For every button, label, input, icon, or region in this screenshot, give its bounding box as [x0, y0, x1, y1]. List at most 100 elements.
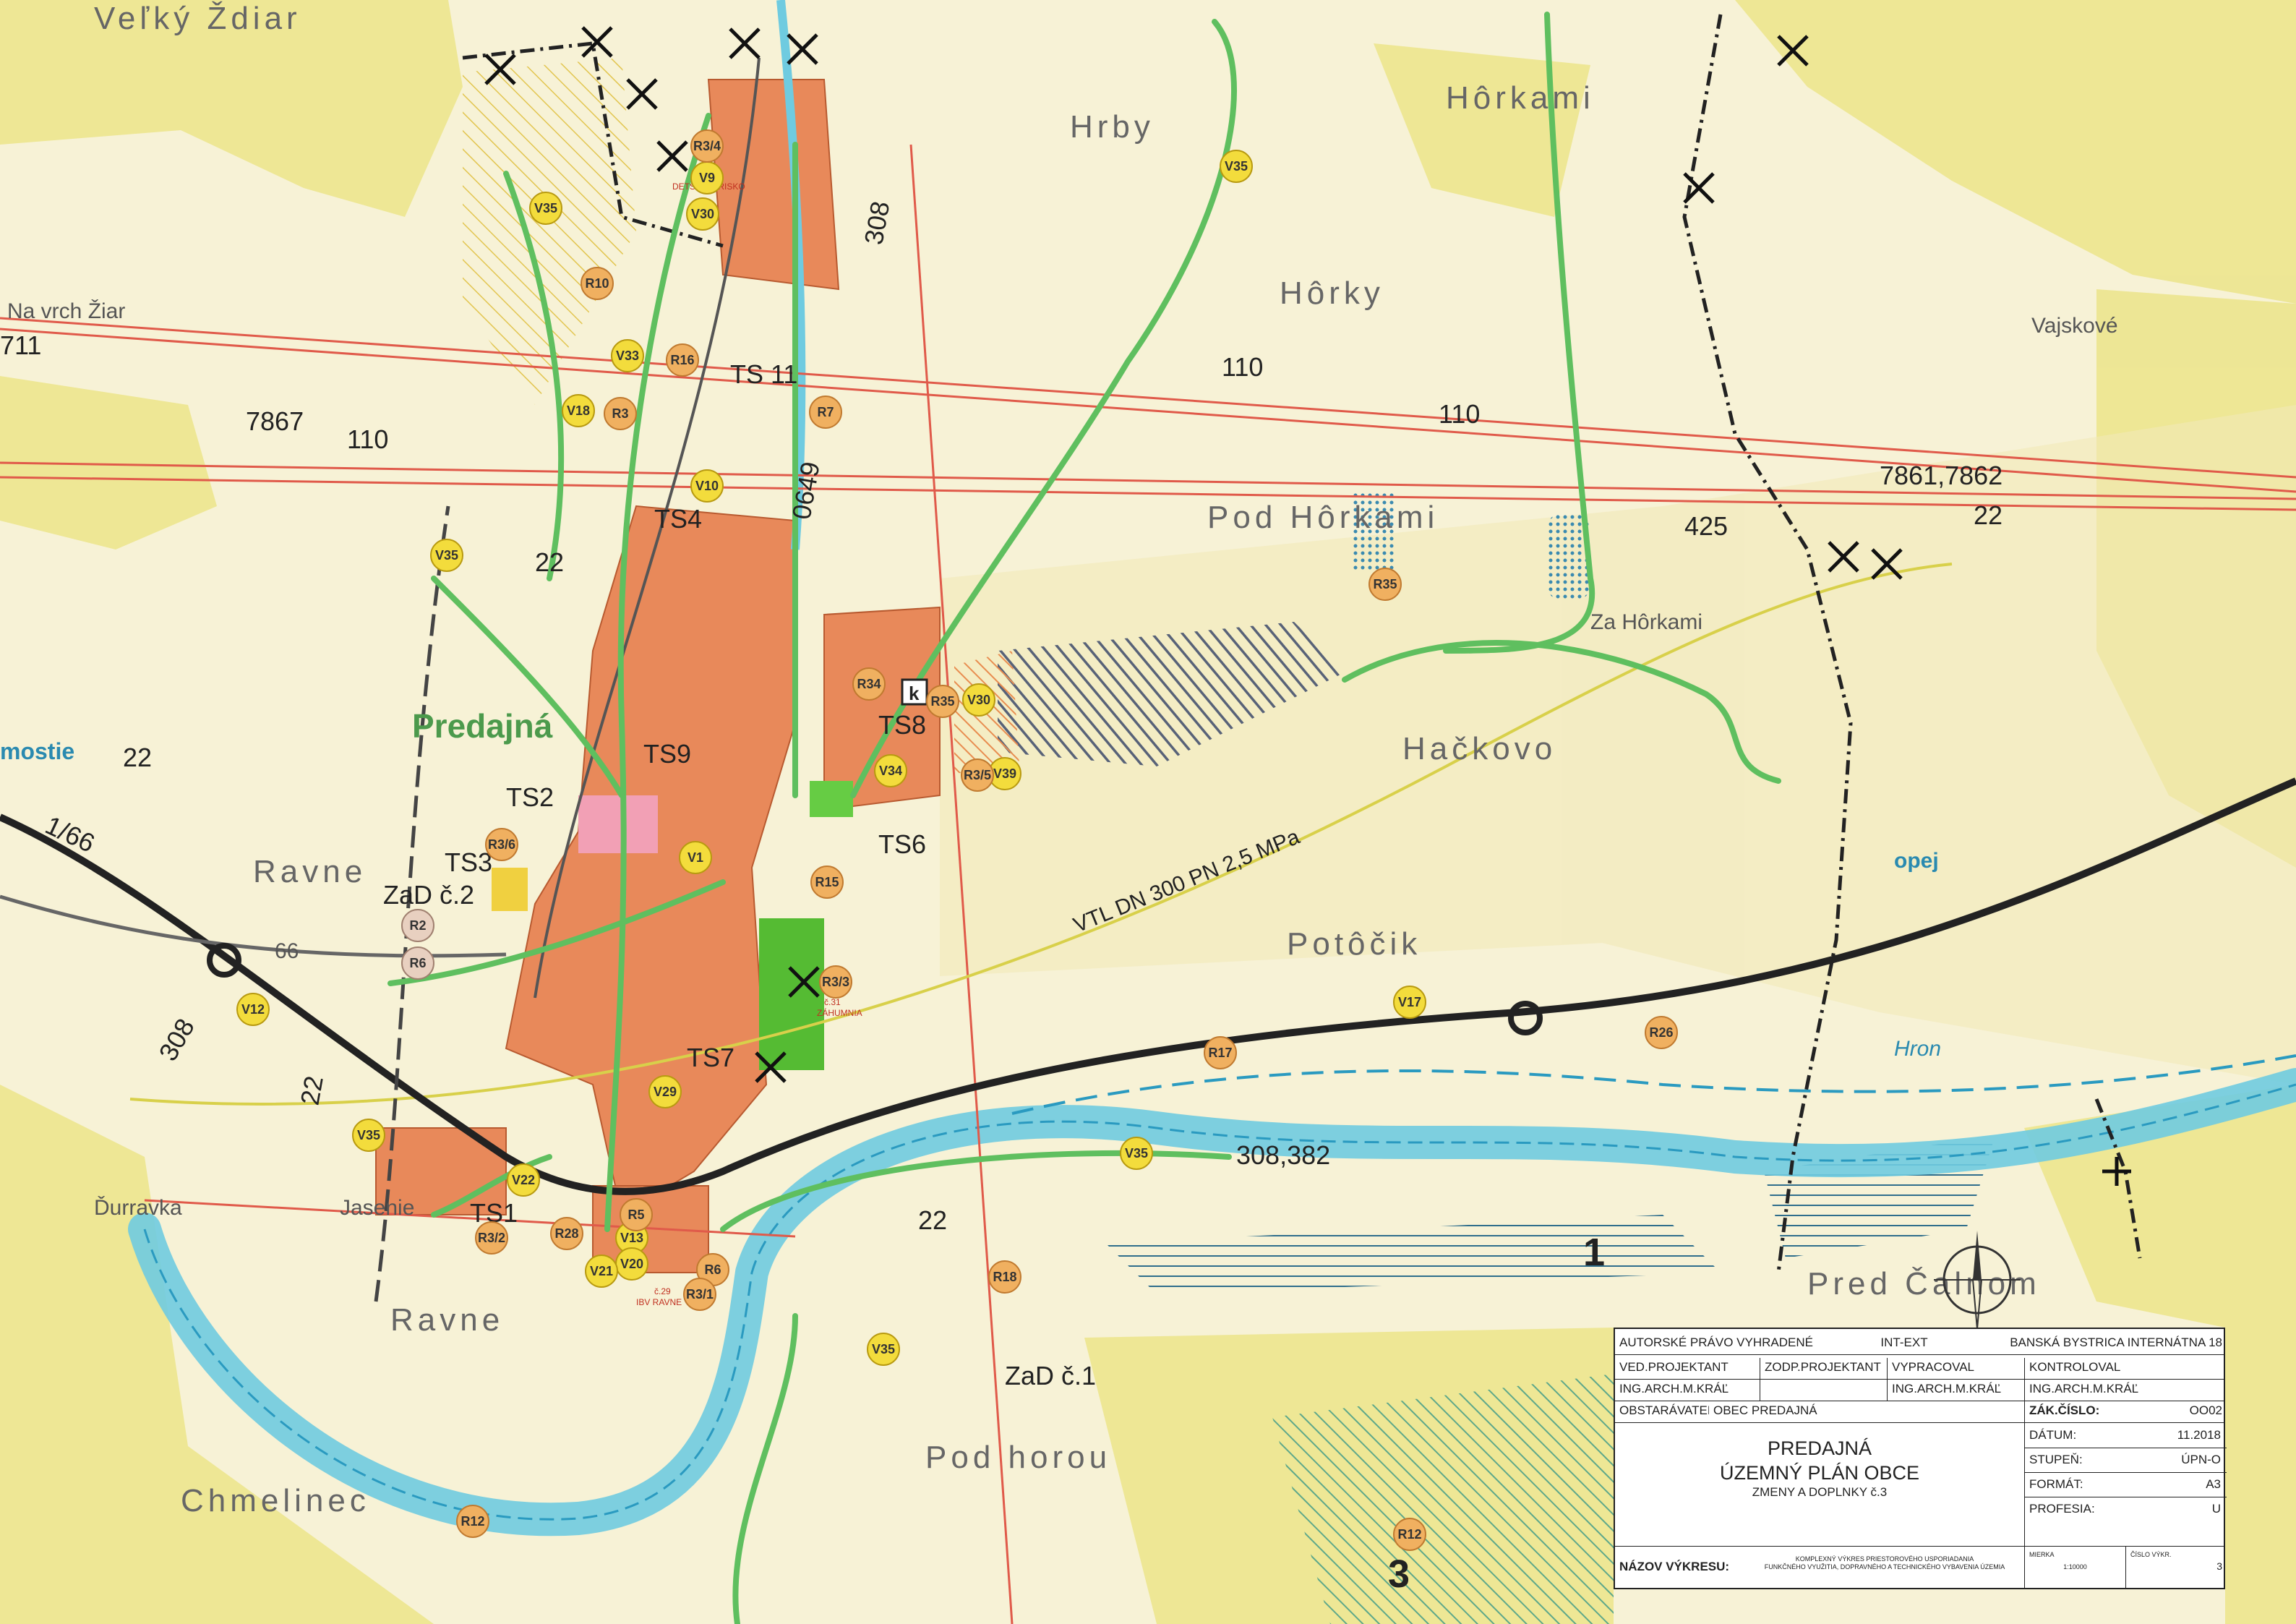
tb-zodp: [1760, 1380, 1887, 1401]
badge-r33: R3/3: [819, 965, 852, 999]
badge-v35a: V35: [529, 192, 562, 225]
tb-stupen: ÚPN-O: [2181, 1453, 2221, 1466]
badge-r34b: R3/4: [690, 129, 724, 163]
badge-v18: V18: [562, 394, 595, 427]
tb-ved: ING.ARCH.M.KRÁĽ: [1619, 1382, 1729, 1396]
badge-circle: [961, 758, 994, 792]
badge-r34: R34: [852, 667, 886, 701]
badge-label: V35: [872, 1342, 895, 1356]
label-ts4: TS4: [654, 504, 702, 534]
badge-circle: [683, 1278, 716, 1311]
badge-circle: [679, 841, 712, 874]
numeral-1: 1: [1583, 1231, 1605, 1274]
badge-circle: [926, 685, 959, 718]
label-jasenie: Jasenie: [340, 1196, 414, 1220]
badge-circle: [867, 1333, 900, 1366]
badge-label: R15: [815, 875, 839, 889]
badge-r2: R2: [401, 909, 434, 942]
badge-circle: [690, 469, 724, 503]
tb-title-line1: PREDAJNÁ: [1767, 1437, 1872, 1459]
line-labels: 110 110 110 7867 7861,7862 711 425 308 3…: [0, 199, 2002, 1235]
badge-r12b: R12: [1393, 1518, 1426, 1551]
tb-office: BANSKÁ BYSTRICA INTERNÁTNA 18: [2010, 1335, 2222, 1349]
tb-mierka-label: MIERKA: [2029, 1551, 2055, 1558]
badge-circle: [236, 993, 270, 1026]
badge-label: V29: [654, 1085, 677, 1099]
badge-v35d: V35: [352, 1119, 385, 1152]
badge-circle: [690, 129, 724, 163]
tb-zak-label: ZÁK.ČÍSLO:: [2024, 1401, 2118, 1422]
badge-circle: [352, 1119, 385, 1152]
badge-label: V35: [534, 201, 557, 215]
badge-label: R26: [1649, 1025, 1673, 1040]
badge-v33: V33: [611, 339, 644, 372]
tb-title-line2: ÚZEMNÝ PLÁN OBCE: [1719, 1462, 1920, 1484]
badge-v30b: V30: [962, 683, 995, 717]
tb-mierka: 1:10000: [2063, 1563, 2087, 1570]
badge-circle: [962, 683, 995, 717]
badge-circle: [401, 946, 434, 980]
settlement-area: [375, 79, 941, 1273]
label-ts6: TS6: [878, 829, 926, 859]
badge-label: R5: [627, 1208, 644, 1222]
label-ts7: TS7: [687, 1043, 734, 1072]
badge-v35f: V35: [867, 1333, 900, 1366]
tb-datum-label: DÁTUM:: [2029, 1428, 2077, 1442]
badge-r18: R18: [988, 1260, 1021, 1294]
badge-label: R12: [461, 1514, 484, 1529]
badge-circle: [529, 192, 562, 225]
badge-circle: [1368, 568, 1402, 601]
tb-cislo: 3: [2216, 1560, 2222, 1572]
label-425: 425: [1684, 511, 1728, 541]
badge-circle: [988, 1260, 1021, 1294]
label-ravne-north: Ravne: [253, 854, 367, 889]
tb-obstaravatel: OBEC PREDAJNÁ: [1713, 1403, 1817, 1417]
badge-circle: [852, 667, 886, 701]
tb-nazov-label: NÁZOV VÝKRESU:: [1619, 1560, 1730, 1573]
badge-r36: R3/6: [485, 828, 518, 861]
badge-v35c: V35: [430, 539, 463, 572]
badge-label: R18: [993, 1270, 1016, 1284]
dotted-blue-zone-1: [1352, 492, 1395, 571]
label-66: 66: [275, 939, 299, 963]
tb-profesia-label: PROFESIA:: [2029, 1502, 2095, 1516]
badge-circle: [1393, 1518, 1426, 1551]
badge-v10: V10: [690, 469, 724, 503]
badge-circle: [819, 965, 852, 999]
dotted-blue-zone-2: [1547, 513, 1590, 600]
label-horkami: Hôrkami: [1446, 80, 1595, 116]
badge-circle: [475, 1221, 508, 1255]
badge-v39: V39: [988, 757, 1021, 790]
badge-v35e: V35: [1120, 1137, 1153, 1170]
badge-label: V10: [695, 479, 719, 493]
numeral-3: 3: [1388, 1552, 1410, 1596]
badge-circle: [604, 397, 637, 430]
badge-v20: V20: [615, 1247, 648, 1281]
badge-circle: [648, 1075, 682, 1108]
badge-r12a: R12: [456, 1505, 489, 1538]
note-ibv: IBV RAVNE: [636, 1297, 682, 1307]
ts-labels: TS 11 TS4 TS9 TS8 TS2 TS3 TS6 TS7 TS1: [445, 359, 926, 1228]
badge-circle: [620, 1198, 653, 1231]
label-chmelinec: Chmelinec: [181, 1483, 370, 1518]
badge-label: V13: [620, 1231, 643, 1245]
tb-nazov-line2: FUNKČNÉHO VYUŽITIA, DOPRAVNÉHO A TECHNIC…: [1764, 1563, 2005, 1570]
plus-marker: [2102, 1157, 2131, 1186]
badge-circle: [585, 1255, 618, 1288]
badge-circle: [1645, 1016, 1678, 1049]
badge-r35: R35: [926, 685, 959, 718]
badge-circle: [810, 866, 844, 899]
badge-label: R7: [817, 405, 834, 419]
badge-label: V39: [993, 766, 1016, 781]
badge-circle: [666, 343, 699, 377]
label-durravka: Ďurravka: [94, 1196, 182, 1220]
badge-label: V34: [879, 764, 902, 778]
badge-label: R3/1: [686, 1287, 714, 1302]
badge-r7: R7: [809, 396, 842, 429]
tb-stupen-label: STUPEŇ:: [2029, 1453, 2083, 1466]
note-k: k: [909, 683, 920, 704]
badge-label: V21: [590, 1264, 613, 1278]
badge-v17: V17: [1393, 986, 1426, 1019]
badge-circle: [611, 339, 644, 372]
